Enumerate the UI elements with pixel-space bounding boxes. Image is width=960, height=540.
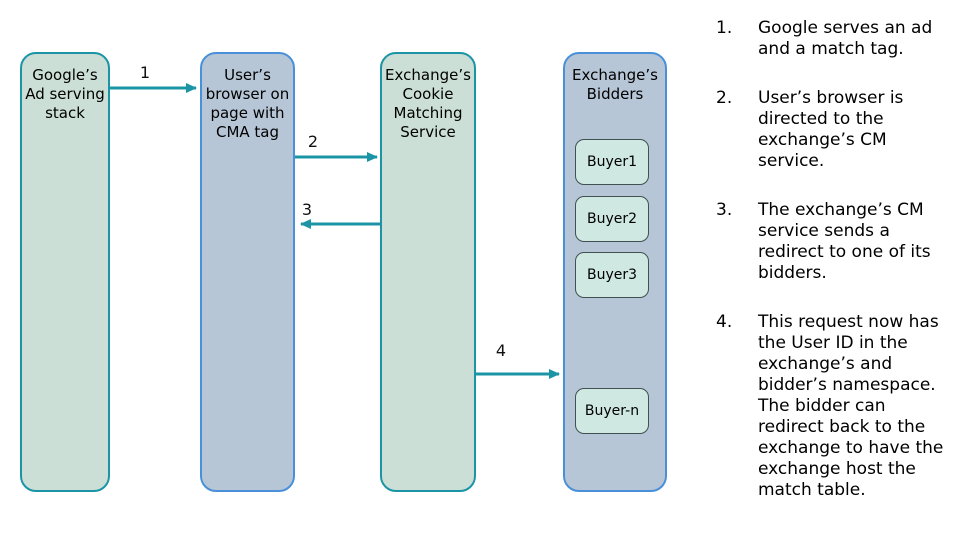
list-item: 2. User’s browser is directed to the exc…	[716, 88, 956, 172]
buyer2-box: Buyer2	[575, 196, 649, 242]
lane-label-google: Google’s Ad serving stack	[25, 66, 105, 122]
lane-cookie-matching-service: Exchange’s Cookie Matching Service	[380, 52, 476, 492]
list-item: 4. This request now has the User ID in t…	[716, 312, 956, 501]
arrow-2-label: 2	[307, 132, 319, 151]
lane-label-cookie-matching: Exchange’s Cookie Matching Service	[385, 66, 471, 141]
arrow-3-label: 3	[301, 200, 313, 219]
step-2-text: User’s browser is directed to the exchan…	[758, 88, 904, 171]
list-item: 3. The exchange’s CM service sends a red…	[716, 200, 956, 284]
step-3-number: 3.	[716, 200, 733, 220]
lane-exchange-bidders: Exchange’s Bidders Buyer1 Buyer2 Buyer3 …	[563, 52, 667, 492]
buyer-n-label: Buyer-n	[584, 403, 640, 419]
buyer3-box: Buyer3	[575, 252, 649, 298]
buyer1-label: Buyer1	[586, 154, 638, 170]
step-1-number: 1.	[716, 18, 733, 38]
steps-list: 1. Google serves an ad and a match tag. …	[716, 18, 956, 529]
lane-google-ad-serving-stack: Google’s Ad serving stack	[20, 52, 110, 492]
buyer2-label: Buyer2	[586, 211, 638, 227]
arrow-4-label: 4	[495, 341, 507, 360]
list-item: 1. Google serves an ad and a match tag.	[716, 18, 956, 60]
buyer-n-box: Buyer-n	[575, 388, 649, 434]
step-4-number: 4.	[716, 312, 733, 332]
buyer3-label: Buyer3	[586, 267, 638, 283]
lane-label-exchange-bidders: Exchange’s Bidders	[572, 66, 658, 103]
step-3-text: The exchange’s CM service sends a redire…	[758, 200, 931, 283]
step-4-text: This request now has the User ID in the …	[758, 312, 944, 500]
buyer1-box: Buyer1	[575, 139, 649, 185]
lane-label-users-browser: User’s browser on page with CMA tag	[205, 66, 290, 141]
lane-users-browser: User’s browser on page with CMA tag	[200, 52, 295, 492]
step-2-number: 2.	[716, 88, 733, 108]
step-1-text: Google serves an ad and a match tag.	[758, 18, 933, 59]
arrow-1-label: 1	[139, 63, 151, 82]
